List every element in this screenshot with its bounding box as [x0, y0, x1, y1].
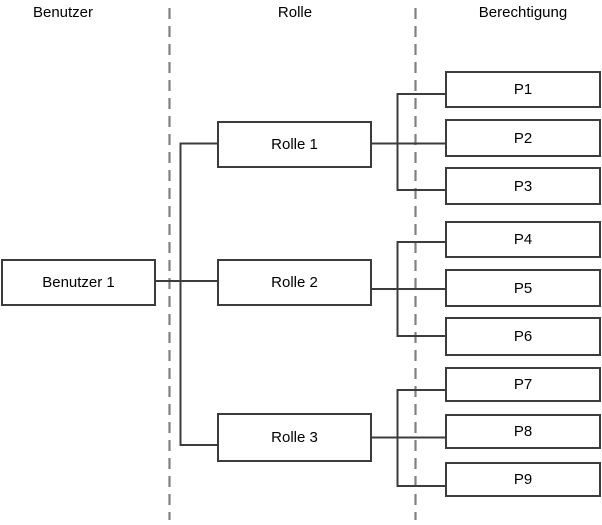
column-header-benutzer: Benutzer: [32, 4, 94, 21]
node-rolle-2: Rolle 2: [217, 259, 372, 306]
node-p2: P2: [445, 119, 601, 157]
column-header-rolle: Rolle: [277, 4, 313, 21]
node-p1: P1: [445, 71, 601, 108]
node-p9: P9: [445, 462, 601, 497]
node-rolle-3: Rolle 3: [217, 413, 372, 462]
node-p8: P8: [445, 414, 601, 449]
node-benutzer-1: Benutzer 1: [1, 259, 156, 306]
node-p5: P5: [445, 269, 601, 307]
node-rolle-1: Rolle 1: [217, 121, 372, 168]
node-p6: P6: [445, 317, 601, 356]
node-p3: P3: [445, 167, 601, 205]
column-header-berechtigung: Berechtigung: [478, 4, 568, 21]
node-p7: P7: [445, 367, 601, 402]
node-p4: P4: [445, 221, 601, 258]
